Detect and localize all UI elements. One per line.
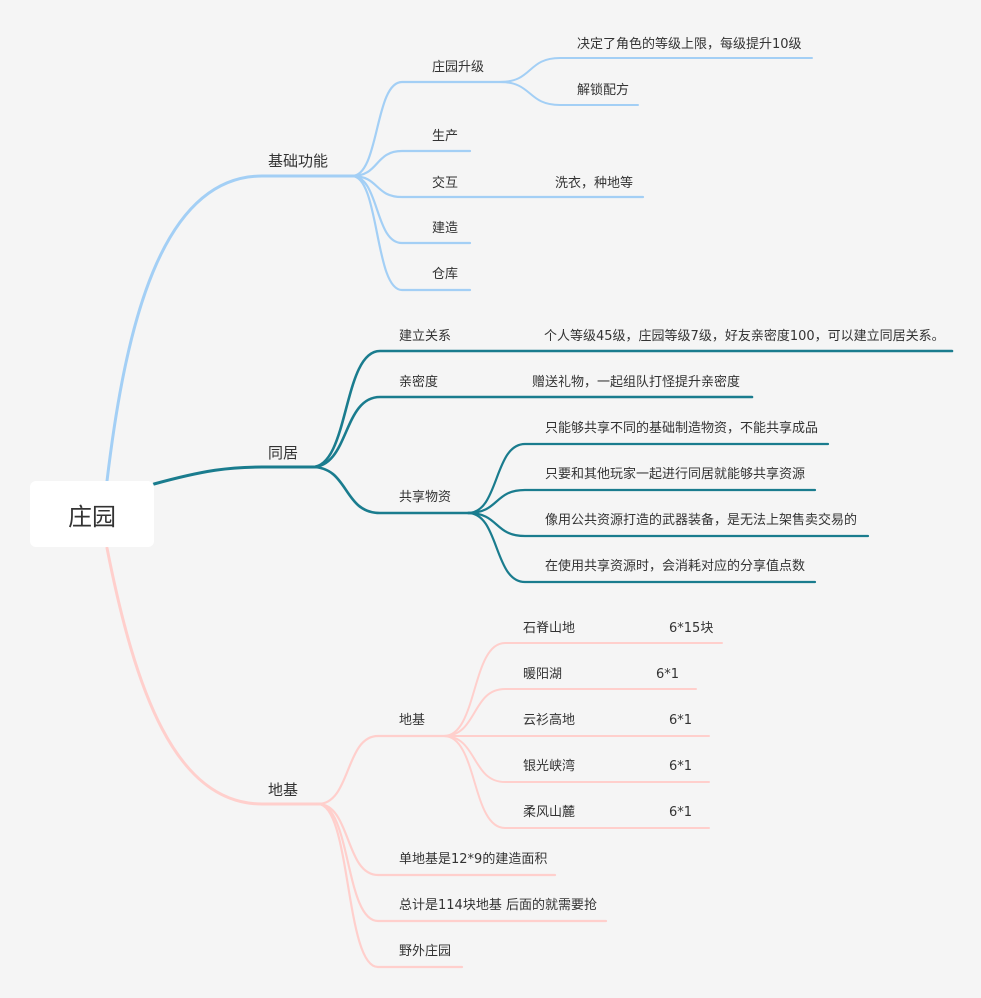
link-land-total bbox=[316, 802, 608, 923]
link-cohabit-share bbox=[310, 465, 472, 515]
node-share-note-3[interactable]: 像用公共资源打造的武器装备，是无法上架售卖交易的 bbox=[545, 513, 858, 528]
node-plot-size: 6*15块 bbox=[669, 621, 714, 636]
link-land-plots bbox=[316, 734, 452, 806]
root-node[interactable]: 庄园 bbox=[30, 481, 154, 547]
link-plot-item bbox=[443, 642, 723, 737]
node-foundation[interactable]: 地基 bbox=[268, 781, 299, 799]
link-basic-upgrade bbox=[350, 80, 507, 178]
link-share-note-1 bbox=[466, 442, 830, 515]
node-interact[interactable]: 交互 bbox=[432, 176, 459, 191]
node-plot-size: 6*1 bbox=[669, 805, 693, 820]
node-plot-name[interactable]: 银光峡湾 bbox=[523, 759, 576, 774]
link-basic-storage bbox=[350, 174, 472, 292]
node-upgrade-unlock-recipes[interactable]: 解锁配方 bbox=[577, 83, 630, 98]
link-upgrade-note-1 bbox=[499, 57, 813, 83]
link-basic-produce bbox=[350, 149, 472, 178]
node-upgrade-level-cap[interactable]: 决定了角色的等级上限，每级提升10级 bbox=[577, 37, 802, 52]
link-root-land bbox=[105, 546, 324, 806]
link-upgrade-note-2 bbox=[499, 81, 639, 106]
node-share-note-2[interactable]: 只要和其他玩家一起进行同居就能够共享资源 bbox=[545, 467, 806, 482]
node-basic-functions[interactable]: 基础功能 bbox=[268, 152, 329, 170]
link-cohabit-intimacy bbox=[310, 395, 754, 469]
link-share-note-3 bbox=[466, 511, 870, 538]
node-plot-size: 6*1 bbox=[669, 713, 693, 728]
node-manor-upgrade[interactable]: 庄园升级 bbox=[432, 60, 485, 75]
link-cohabit-relation bbox=[310, 349, 954, 469]
node-produce[interactable]: 生产 bbox=[432, 129, 459, 144]
root-label: 庄园 bbox=[68, 502, 116, 531]
link-root-cohabit bbox=[152, 465, 318, 486]
link-root-basic bbox=[105, 174, 360, 483]
link-share-note-4 bbox=[466, 511, 817, 584]
link-plot-item bbox=[443, 735, 710, 783]
link-plot-item bbox=[443, 735, 710, 829]
link-land-area bbox=[316, 802, 557, 877]
node-intimacy-note[interactable]: 赠送礼物，一起组队打怪提升亲密度 bbox=[532, 375, 741, 390]
node-plot-name[interactable]: 暖阳湖 bbox=[523, 667, 563, 682]
node-share-note-1[interactable]: 只能够共享不同的基础制造物资，不能共享成品 bbox=[545, 421, 819, 436]
link-basic-build bbox=[350, 174, 472, 245]
node-plot-name[interactable]: 柔风山麓 bbox=[523, 805, 576, 820]
link-share-note-2 bbox=[466, 488, 817, 515]
node-foundation-plots[interactable]: 地基 bbox=[399, 713, 426, 728]
node-share-note-4[interactable]: 在使用共享资源时，会消耗对应的分享值点数 bbox=[545, 559, 806, 574]
node-plot-size: 6*1 bbox=[669, 759, 693, 774]
node-foundation-total[interactable]: 总计是114块地基 后面的就需要抢 bbox=[399, 898, 597, 913]
node-intimacy[interactable]: 亲密度 bbox=[399, 375, 439, 390]
link-land-wild bbox=[316, 802, 464, 969]
node-foundation-area[interactable]: 单地基是12*9的建造面积 bbox=[399, 852, 548, 867]
node-interact-note[interactable]: 洗衣，种地等 bbox=[555, 176, 634, 191]
node-plot-size: 6*1 bbox=[656, 667, 680, 682]
link-plot-item bbox=[443, 688, 697, 737]
node-wild-manor[interactable]: 野外庄园 bbox=[399, 944, 452, 959]
node-build-relation[interactable]: 建立关系 bbox=[399, 329, 452, 344]
node-plot-name[interactable]: 石脊山地 bbox=[523, 621, 576, 636]
node-build[interactable]: 建造 bbox=[432, 221, 459, 236]
node-plot-name[interactable]: 云衫高地 bbox=[523, 713, 576, 728]
node-cohabit[interactable]: 同居 bbox=[268, 444, 299, 462]
link-basic-interact bbox=[350, 174, 645, 199]
node-relation-requirement[interactable]: 个人等级45级，庄园等级7级，好友亲密度100，可以建立同居关系。 bbox=[544, 329, 945, 344]
node-storage[interactable]: 仓库 bbox=[432, 267, 459, 282]
node-share-resources[interactable]: 共享物资 bbox=[399, 490, 452, 505]
